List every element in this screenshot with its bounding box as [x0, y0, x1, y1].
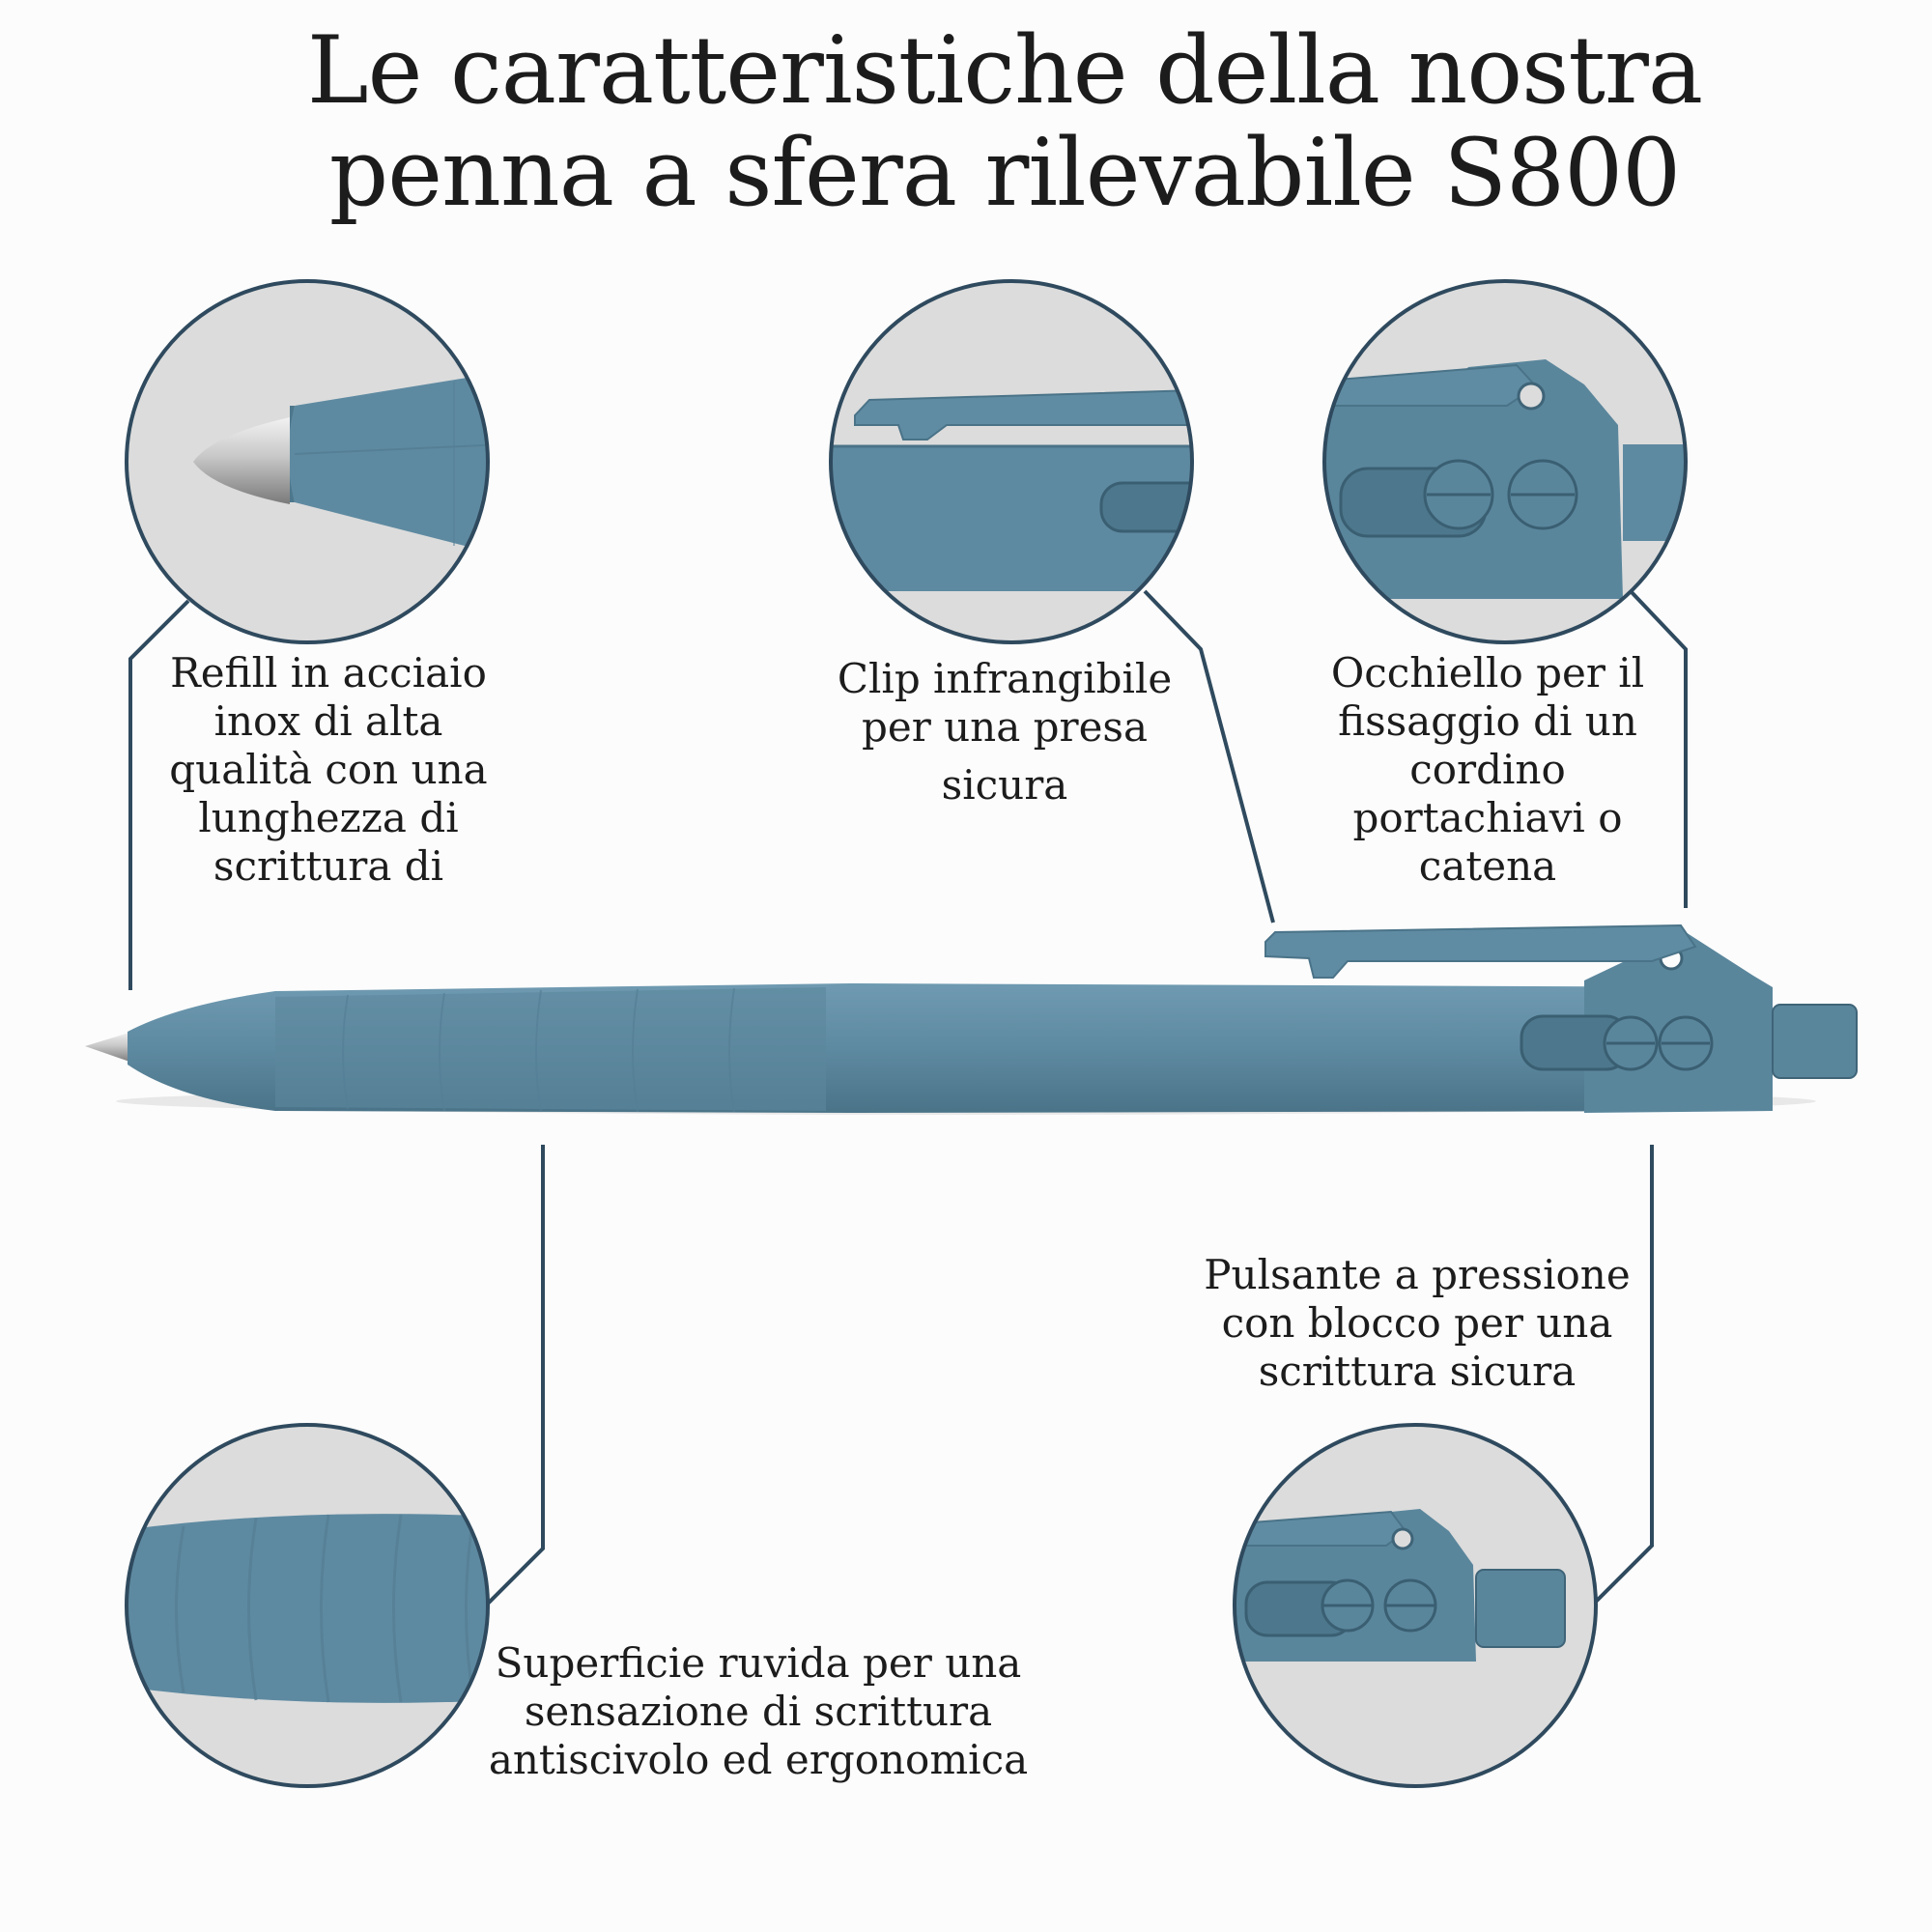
connector-button [1594, 1145, 1654, 1604]
label-eyelet: Occhiello per il fissaggio di un cordino… [1330, 649, 1645, 890]
label-grip: Superficie ruvida per una sensazione di … [488, 1639, 1029, 1783]
connector-grip [486, 1145, 545, 1605]
connector-clip [1143, 589, 1275, 923]
zoom-circle-grip [125, 1423, 490, 1788]
label-refill: Refill in acciaio inox di alta qualità c… [169, 649, 488, 890]
pen-main [85, 923, 1858, 1115]
zoom-circle-button [1233, 1423, 1598, 1788]
connector-refill [128, 599, 190, 990]
connector-eyelet [1629, 589, 1688, 908]
zoom-circle-eyelet [1322, 279, 1688, 644]
connector-lines [128, 589, 1688, 1605]
title-line-2: penna a sfera rilevabile S800 [328, 119, 1681, 227]
title-line-1: Le caratteristiche della nostra [306, 16, 1703, 125]
label-clip: Clip infrangibile per una presa sicura [837, 655, 1173, 809]
zoom-circle-clip [829, 279, 1194, 644]
label-button: Pulsante a pressione con blocco per una … [1204, 1251, 1631, 1395]
zoom-circle-refill [125, 279, 490, 644]
page-title: Le caratteristiche della nostra penna a … [0, 19, 1932, 224]
